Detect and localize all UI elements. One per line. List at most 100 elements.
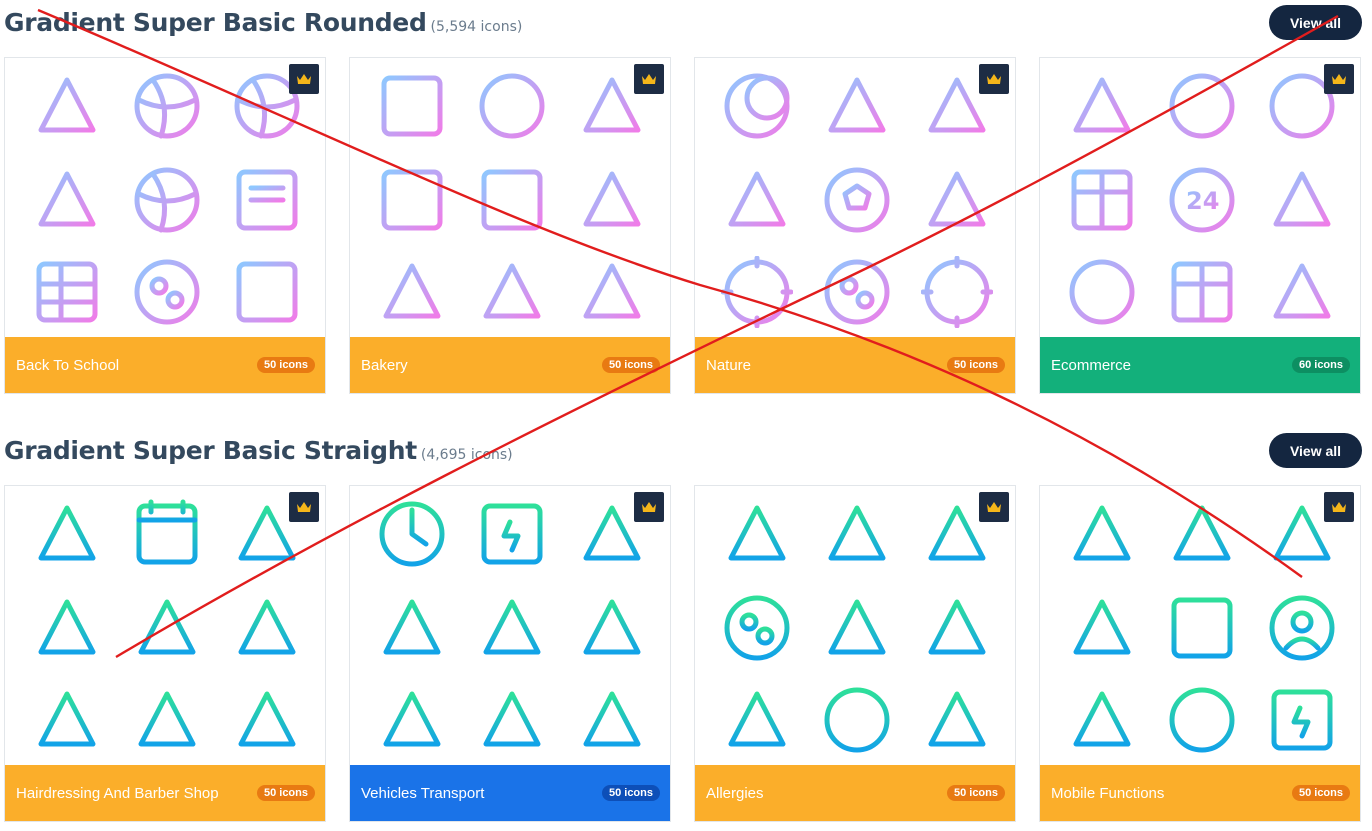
scissors-icon bbox=[31, 498, 103, 570]
pack-name: Vehicles Transport bbox=[361, 784, 485, 802]
gem-icon bbox=[821, 164, 893, 236]
section-icon-count: (5,594 icons) bbox=[430, 19, 523, 35]
eggs-icon bbox=[476, 70, 548, 142]
icon-pack-section: Gradient Super Basic Straight(4,695 icon… bbox=[0, 428, 1372, 822]
icon-preview-grid: 24 bbox=[1040, 58, 1360, 340]
section-header: Gradient Super Basic Straight(4,695 icon… bbox=[0, 428, 1372, 478]
fan-brush-icon bbox=[231, 592, 303, 664]
headlight-icon bbox=[376, 684, 448, 756]
download-gear-icon bbox=[1066, 498, 1138, 570]
premium-crown-icon bbox=[289, 492, 319, 522]
24-hours-icon: 24 bbox=[1166, 164, 1238, 236]
pack-name: Bakery bbox=[361, 356, 408, 374]
view-all-button[interactable]: View all bbox=[1269, 5, 1362, 40]
comb-icon bbox=[31, 592, 103, 664]
premium-crown-icon bbox=[1324, 492, 1354, 522]
lemon-icon bbox=[821, 684, 893, 756]
section-title-text: Gradient Super Basic Straight bbox=[4, 436, 417, 465]
moon-icon bbox=[721, 70, 793, 142]
car-icon bbox=[376, 592, 448, 664]
add-user-icon bbox=[1266, 592, 1338, 664]
section-header: Gradient Super Basic Rounded(5,594 icons… bbox=[0, 0, 1372, 50]
rainbow-icon bbox=[921, 164, 993, 236]
calendar-scissors-icon bbox=[131, 498, 203, 570]
flower-icon bbox=[131, 256, 203, 328]
battery-charging-icon bbox=[1266, 684, 1338, 756]
chat-icon bbox=[1166, 684, 1238, 756]
premium-crown-icon bbox=[979, 64, 1009, 94]
piping-bag-icon bbox=[376, 256, 448, 328]
card-footer: Mobile Functions 50 icons bbox=[1040, 765, 1360, 821]
icon-count-badge: 50 icons bbox=[601, 785, 660, 801]
shop-icon bbox=[476, 164, 548, 236]
svg-text:24: 24 bbox=[1186, 187, 1219, 215]
cake-icon bbox=[476, 256, 548, 328]
card-footer: Vehicles Transport 50 icons bbox=[350, 765, 670, 821]
premium-crown-icon bbox=[1324, 64, 1354, 94]
pack-card[interactable]: Vehicles Transport 50 icons bbox=[349, 485, 671, 822]
ball-icon bbox=[131, 70, 203, 142]
section-title[interactable]: Gradient Super Basic Straight(4,695 icon… bbox=[4, 436, 513, 465]
hand-rash-icon bbox=[921, 684, 993, 756]
pack-card[interactable]: Mobile Functions 50 icons bbox=[1039, 485, 1361, 822]
icon-preview-grid bbox=[695, 486, 1015, 768]
cookie-icon bbox=[721, 592, 793, 664]
box-icon bbox=[376, 70, 448, 142]
pack-name: Ecommerce bbox=[1051, 356, 1132, 374]
sunset-icon bbox=[720, 255, 794, 329]
soccer-ball-icon bbox=[131, 164, 203, 236]
badge-check-icon bbox=[1166, 70, 1238, 142]
speedometer-icon bbox=[376, 498, 448, 570]
clip-icon bbox=[31, 684, 103, 756]
school-icon bbox=[231, 256, 303, 328]
ok-badge-icon bbox=[1066, 256, 1138, 328]
cubes-icon bbox=[821, 498, 893, 570]
flower-bush-icon bbox=[821, 256, 893, 328]
pack-name: Hairdressing And Barber Shop bbox=[16, 784, 219, 802]
signal-icon bbox=[1166, 498, 1238, 570]
premium-crown-icon bbox=[289, 64, 319, 94]
pack-name: Allergies bbox=[706, 784, 764, 802]
haircut-icon bbox=[131, 684, 203, 756]
sun-icon bbox=[920, 255, 994, 329]
test-tube-icon bbox=[921, 592, 993, 664]
icon-count-badge: 60 icons bbox=[1291, 357, 1350, 373]
spoons-icon bbox=[576, 164, 648, 236]
section-title[interactable]: Gradient Super Basic Rounded(5,594 icons… bbox=[4, 8, 522, 37]
premium-crown-icon bbox=[634, 492, 664, 522]
engine-icon bbox=[476, 684, 548, 756]
gift-icon bbox=[1066, 164, 1138, 236]
icon-preview-grid bbox=[5, 58, 325, 340]
premium-crown-icon bbox=[979, 492, 1009, 522]
flask-icon bbox=[821, 592, 893, 664]
icon-count-badge: 50 icons bbox=[1291, 785, 1350, 801]
view-all-button[interactable]: View all bbox=[1269, 433, 1362, 468]
icon-preview-grid bbox=[350, 58, 670, 340]
call-transfer-icon bbox=[1066, 684, 1138, 756]
upload-gear-icon bbox=[1066, 592, 1138, 664]
lotus-icon bbox=[821, 70, 893, 142]
book-icon bbox=[231, 164, 303, 236]
milk-carton-icon bbox=[376, 164, 448, 236]
section-icon-count: (4,695 icons) bbox=[420, 447, 513, 463]
mask-icon bbox=[721, 498, 793, 570]
pack-name: Mobile Functions bbox=[1051, 784, 1165, 802]
icon-preview-grid bbox=[1040, 486, 1360, 768]
icon-preview-grid bbox=[5, 486, 325, 768]
graduation-cap-icon bbox=[31, 164, 103, 236]
scale-icon bbox=[576, 256, 648, 328]
pack-name: Back To School bbox=[16, 356, 120, 374]
premium-crown-icon bbox=[634, 64, 664, 94]
